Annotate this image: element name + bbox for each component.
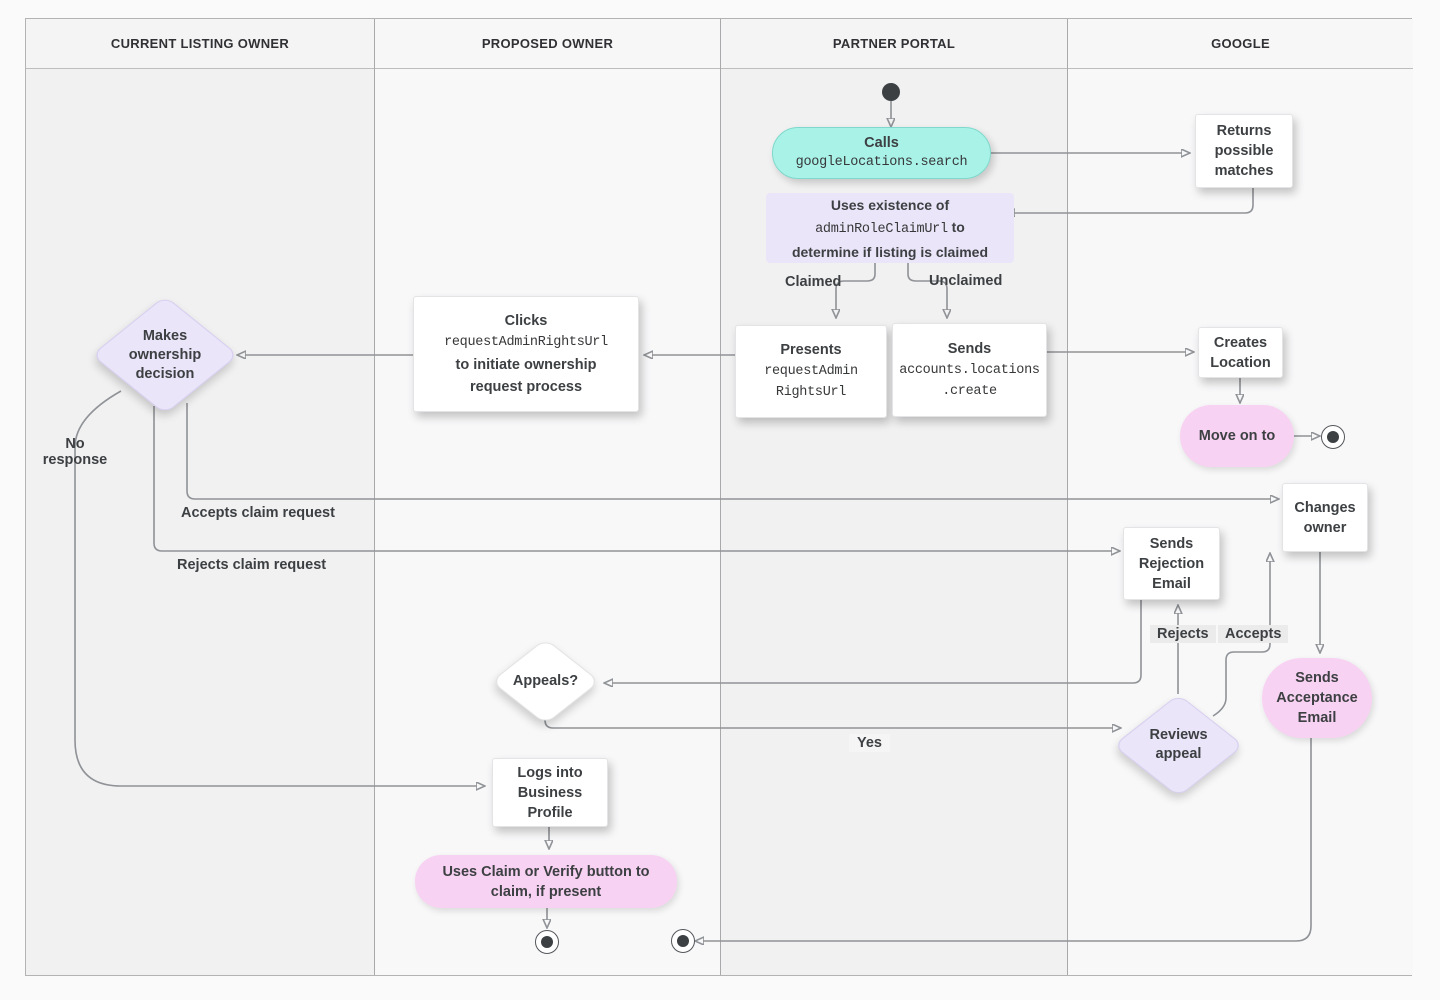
diamond-text: Appeals?	[512, 673, 579, 689]
node-code: adminRoleClaimUrl	[815, 221, 948, 237]
node-sends-acceptance-email: Sends Acceptance Email	[1262, 658, 1372, 738]
node-code: .create	[942, 383, 997, 399]
node-line: Reviews	[1149, 727, 1208, 743]
node-uses-claim-or-verify: Uses Claim or Verify button to claim, if…	[415, 855, 677, 908]
diamond-text: Makes ownership decision	[129, 327, 202, 384]
node-line: Location	[1210, 354, 1271, 371]
node-title: Clicks	[504, 313, 548, 329]
node-code: accounts.locations	[899, 362, 1040, 378]
lane-title: PROPOSED OWNER	[481, 36, 614, 51]
node-sends-accounts-locations-create: Sends accounts.locations .create	[892, 323, 1047, 417]
lane-header-proposed-owner: PROPOSED OWNER	[375, 19, 720, 69]
lane-title: CURRENT LISTING OWNER	[110, 36, 290, 51]
node-line: matches	[1214, 163, 1274, 179]
node-returns-possible-matches: Returns possible matches	[1195, 114, 1293, 188]
node-title: Sends	[947, 340, 992, 357]
edge-label-unclaimed: Unclaimed	[929, 273, 1003, 289]
node-changes-owner: Changes owner	[1282, 483, 1368, 552]
node-line: Profile	[527, 804, 573, 821]
node-code: googleLocations.search	[795, 155, 968, 170]
diamond-text: Reviews appeal	[1149, 726, 1207, 764]
node-logs-into-business-profile: Logs into Business Profile	[492, 758, 608, 827]
node-presents-requestadminrightsurl: Presents requestAdmin RightsUrl	[735, 325, 887, 418]
node-reviews-appeal: Reviews appeal	[1112, 693, 1245, 797]
node-line-rest: to	[951, 218, 965, 235]
edge-label-line: response	[42, 452, 108, 468]
node-line: Email	[1152, 575, 1191, 592]
lane-header-current-listing-owner: CURRENT LISTING OWNER	[26, 19, 374, 69]
node-code: requestAdminRightsUrl	[444, 335, 608, 350]
node-line: Acceptance	[1276, 690, 1358, 706]
node-line: request process	[469, 379, 583, 395]
node-line: Business	[517, 784, 583, 801]
node-line: Rejection	[1138, 555, 1205, 572]
node-line: Sends	[1295, 670, 1339, 686]
node-code: requestAdmin	[764, 364, 858, 379]
end-node-create-flow	[1321, 425, 1345, 449]
node-line: owner	[1303, 519, 1347, 536]
edge-label-rejects: Rejects	[1150, 625, 1216, 643]
lane-title: PARTNER PORTAL	[832, 36, 956, 51]
node-line: Sends	[1149, 535, 1194, 552]
end-node-acceptance-flow	[671, 929, 695, 953]
node-line: determine if listing is claimed	[791, 243, 989, 260]
end-node-inner	[677, 935, 689, 947]
end-node-claim-flow	[535, 930, 559, 954]
node-appeals-decision: Appeals?	[490, 638, 601, 725]
end-node-inner	[541, 936, 553, 948]
node-line: Creates	[1213, 334, 1268, 351]
node-line: Uses existence of	[830, 196, 950, 213]
node-line: claim, if present	[490, 883, 602, 900]
node-line: Returns	[1216, 123, 1272, 139]
node-line: adminRoleClaimUrl to	[815, 216, 965, 241]
lane-header-partner-portal: PARTNER PORTAL	[721, 19, 1067, 69]
lane-proposed-owner: PROPOSED OWNER	[374, 19, 720, 975]
node-line: Uses Claim or Verify button to	[442, 863, 650, 880]
node-calls-googlelocations-search: Calls googleLocations.search	[772, 127, 991, 179]
lane-header-google: GOOGLE	[1068, 19, 1413, 69]
edge-label-line: No	[65, 436, 85, 452]
node-line: appeal	[1155, 746, 1202, 762]
edge-label-no-response: No response	[35, 436, 115, 468]
node-move-on-to: Move on to	[1180, 405, 1294, 467]
node-title: Calls	[864, 135, 899, 151]
edge-label-rejects-claim-request: Rejects claim request	[177, 557, 327, 573]
lane-current-listing-owner: CURRENT LISTING OWNER	[26, 19, 374, 975]
edge-label-accepts-claim-request: Accepts claim request	[181, 505, 335, 521]
node-line: possible	[1214, 143, 1274, 159]
start-node	[882, 83, 900, 101]
node-line: Move on to	[1198, 428, 1276, 444]
end-node-inner	[1327, 431, 1339, 443]
node-code: RightsUrl	[775, 385, 847, 400]
node-line: ownership	[128, 346, 202, 363]
node-line: Makes	[142, 327, 188, 344]
node-title: Presents	[780, 342, 842, 358]
node-creates-location: Creates Location	[1198, 327, 1283, 378]
node-line: decision	[135, 365, 195, 382]
node-line: to initiate ownership	[455, 357, 597, 373]
node-uses-existence-adminroleclaimurl: Uses existence of adminRoleClaimUrl to d…	[766, 193, 1014, 263]
node-sends-rejection-email: Sends Rejection Email	[1123, 527, 1220, 600]
node-clicks-requestadminrightsurl: Clicks requestAdminRightsUrl to initiate…	[413, 296, 639, 412]
edge-label-claimed: Claimed	[785, 274, 842, 290]
edge-label-accepts: Accepts	[1218, 625, 1289, 643]
lane-title: GOOGLE	[1211, 36, 1270, 51]
edge-label-yes: Yes	[849, 734, 890, 752]
node-makes-ownership-decision: Makes ownership decision	[91, 295, 239, 415]
node-line: Changes	[1294, 499, 1356, 516]
node-line: Email	[1297, 710, 1337, 726]
node-line: Logs into	[517, 764, 583, 781]
